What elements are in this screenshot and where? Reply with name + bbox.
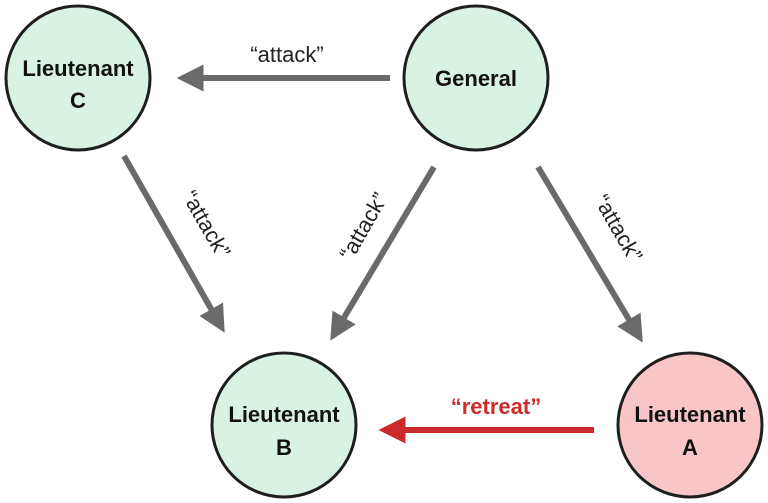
node-lieutenant-b: Lieutenant B [210,351,358,499]
node-lieutenant-c: Lieutenant C [4,4,152,152]
edge-c-to-b: “attack” [121,154,236,333]
node-general-circle [402,4,550,152]
edge-general-to-a: “attack” [535,165,648,343]
node-lieutenant-b-label-line2: B [276,435,292,460]
arrow-general-to-a [535,165,643,343]
edge-general-to-c: “attack” [176,42,390,92]
node-lieutenant-c-label-line2: C [70,88,86,113]
node-lieutenant-a: Lieutenant A [616,351,764,499]
edge-label-general-to-a: “attack” [589,190,647,266]
edge-label-c-to-b: “attack” [177,186,235,262]
edge-a-to-b: “retreat” [378,394,594,444]
node-lieutenant-c-circle [4,4,152,152]
edge-label-a-to-b: “retreat” [451,394,541,419]
node-lieutenant-a-circle [616,351,764,499]
node-general-label: General [435,66,517,91]
node-general: General [402,4,550,152]
edge-label-general-to-c: “attack” [250,42,323,67]
node-lieutenant-c-label-line1: Lieutenant [22,56,134,81]
node-lieutenant-b-circle [210,351,358,499]
node-lieutenant-a-label-line2: A [682,435,698,460]
arrow-general-to-b [330,165,437,341]
arrow-c-to-b [121,154,225,333]
edge-general-to-b: “attack” [330,165,437,341]
node-lieutenant-a-label-line1: Lieutenant [634,402,746,427]
node-lieutenant-b-label-line1: Lieutenant [228,402,340,427]
